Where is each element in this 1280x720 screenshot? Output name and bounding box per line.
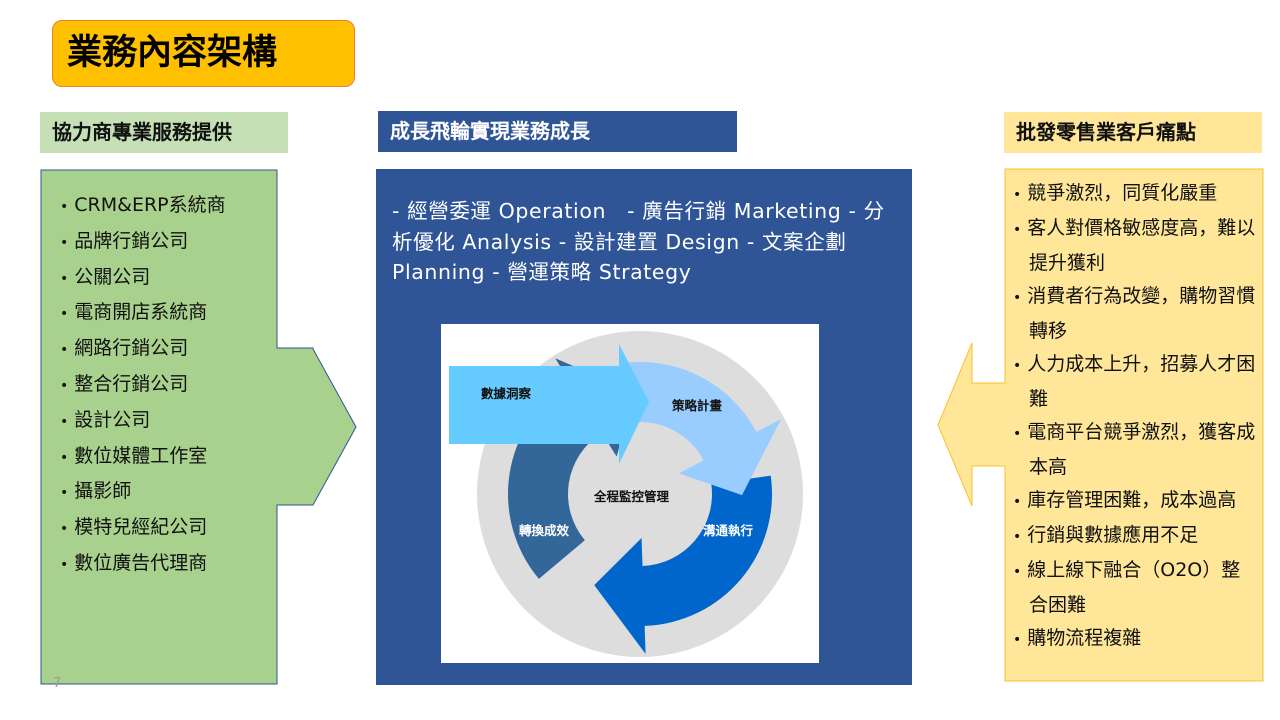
list-item: 消費者行為改變，購物習慣轉移	[1013, 280, 1258, 348]
step-label: 轉換成效	[519, 523, 570, 538]
list-item: CRM&ERP系統商	[60, 191, 275, 227]
list-item: 品牌行銷公司	[60, 227, 275, 263]
list-item: 模特兒經紀公司	[60, 513, 275, 549]
list-item: 整合行銷公司	[60, 370, 275, 406]
list-item: 人力成本上升，招募人才困難	[1013, 348, 1258, 416]
flywheel-diagram: 數據洞察 策略計畫 溝通執行 轉換成效 全程監控管理	[441, 324, 819, 663]
pain-points-header: 批發零售業客戶痛點	[1004, 112, 1262, 153]
cycle-arrow-execution	[594, 475, 772, 654]
list-item: 攝影師	[60, 477, 275, 513]
step-label: 數據洞察	[481, 386, 532, 401]
list-item: 競爭激烈，同質化嚴重	[1013, 177, 1258, 212]
list-item: 公關公司	[60, 263, 275, 299]
page-title: 業務內容架構	[52, 20, 355, 87]
list-item: 電商開店系統商	[60, 298, 275, 334]
cycle-arrow-strategy	[628, 362, 782, 496]
flywheel-header: 成長飛輪實現業務成長	[378, 111, 737, 152]
cycle-arrow-insight	[449, 344, 649, 464]
pain-points-list: 競爭激烈，同質化嚴重 客人對價格敏感度高，難以提升獲利 消費者行為改變，購物習慣…	[1013, 177, 1258, 657]
list-item: 數位廣告代理商	[60, 549, 275, 585]
step-label: 溝通執行	[703, 523, 754, 538]
page-number: 7	[53, 676, 62, 691]
list-item: 電商平台競爭激烈，獲客成本高	[1013, 416, 1258, 484]
list-item: 設計公司	[60, 406, 275, 442]
list-item: 客人對價格敏感度高，難以提升獲利	[1013, 212, 1258, 280]
list-item: 網路行銷公司	[60, 334, 275, 370]
center-label: 全程監控管理	[593, 489, 670, 504]
services-text: - 經營委運 Operation - 廣告行銷 Marketing - 分析優化…	[392, 199, 885, 284]
step-label: 策略計畫	[672, 398, 723, 413]
list-item: 行銷與數據應用不足	[1013, 519, 1258, 554]
list-item: 線上線下融合（O2O）整合困難	[1013, 554, 1258, 622]
partners-header: 協力商專業服務提供	[40, 112, 288, 153]
list-item: 數位媒體工作室	[60, 442, 275, 478]
list-item: 庫存管理困難，成本過高	[1013, 484, 1258, 519]
partners-list: CRM&ERP系統商 品牌行銷公司 公關公司 電商開店系統商 網路行銷公司 整合…	[60, 191, 275, 585]
list-item: 購物流程複雜	[1013, 622, 1258, 657]
